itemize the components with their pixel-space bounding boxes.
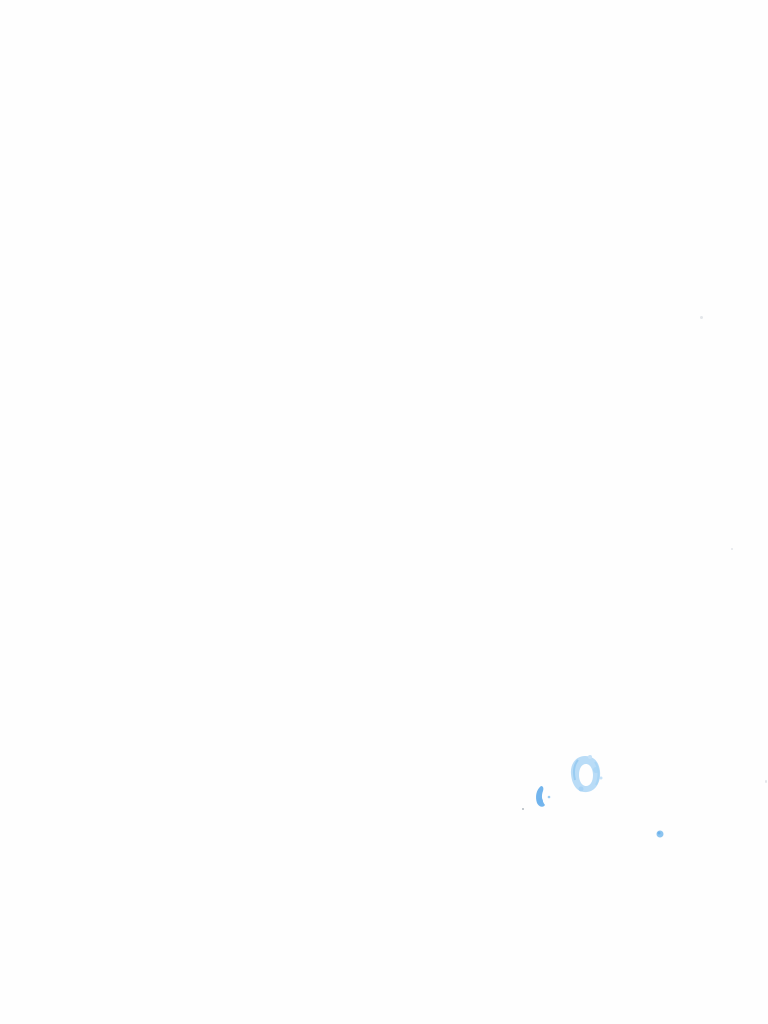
ring-drop [570,755,603,793]
faint-speck [700,316,703,319]
faint-speck [731,548,733,550]
crescent-drop [522,786,551,810]
faint-speck [765,780,767,783]
dot-drop [656,830,664,838]
